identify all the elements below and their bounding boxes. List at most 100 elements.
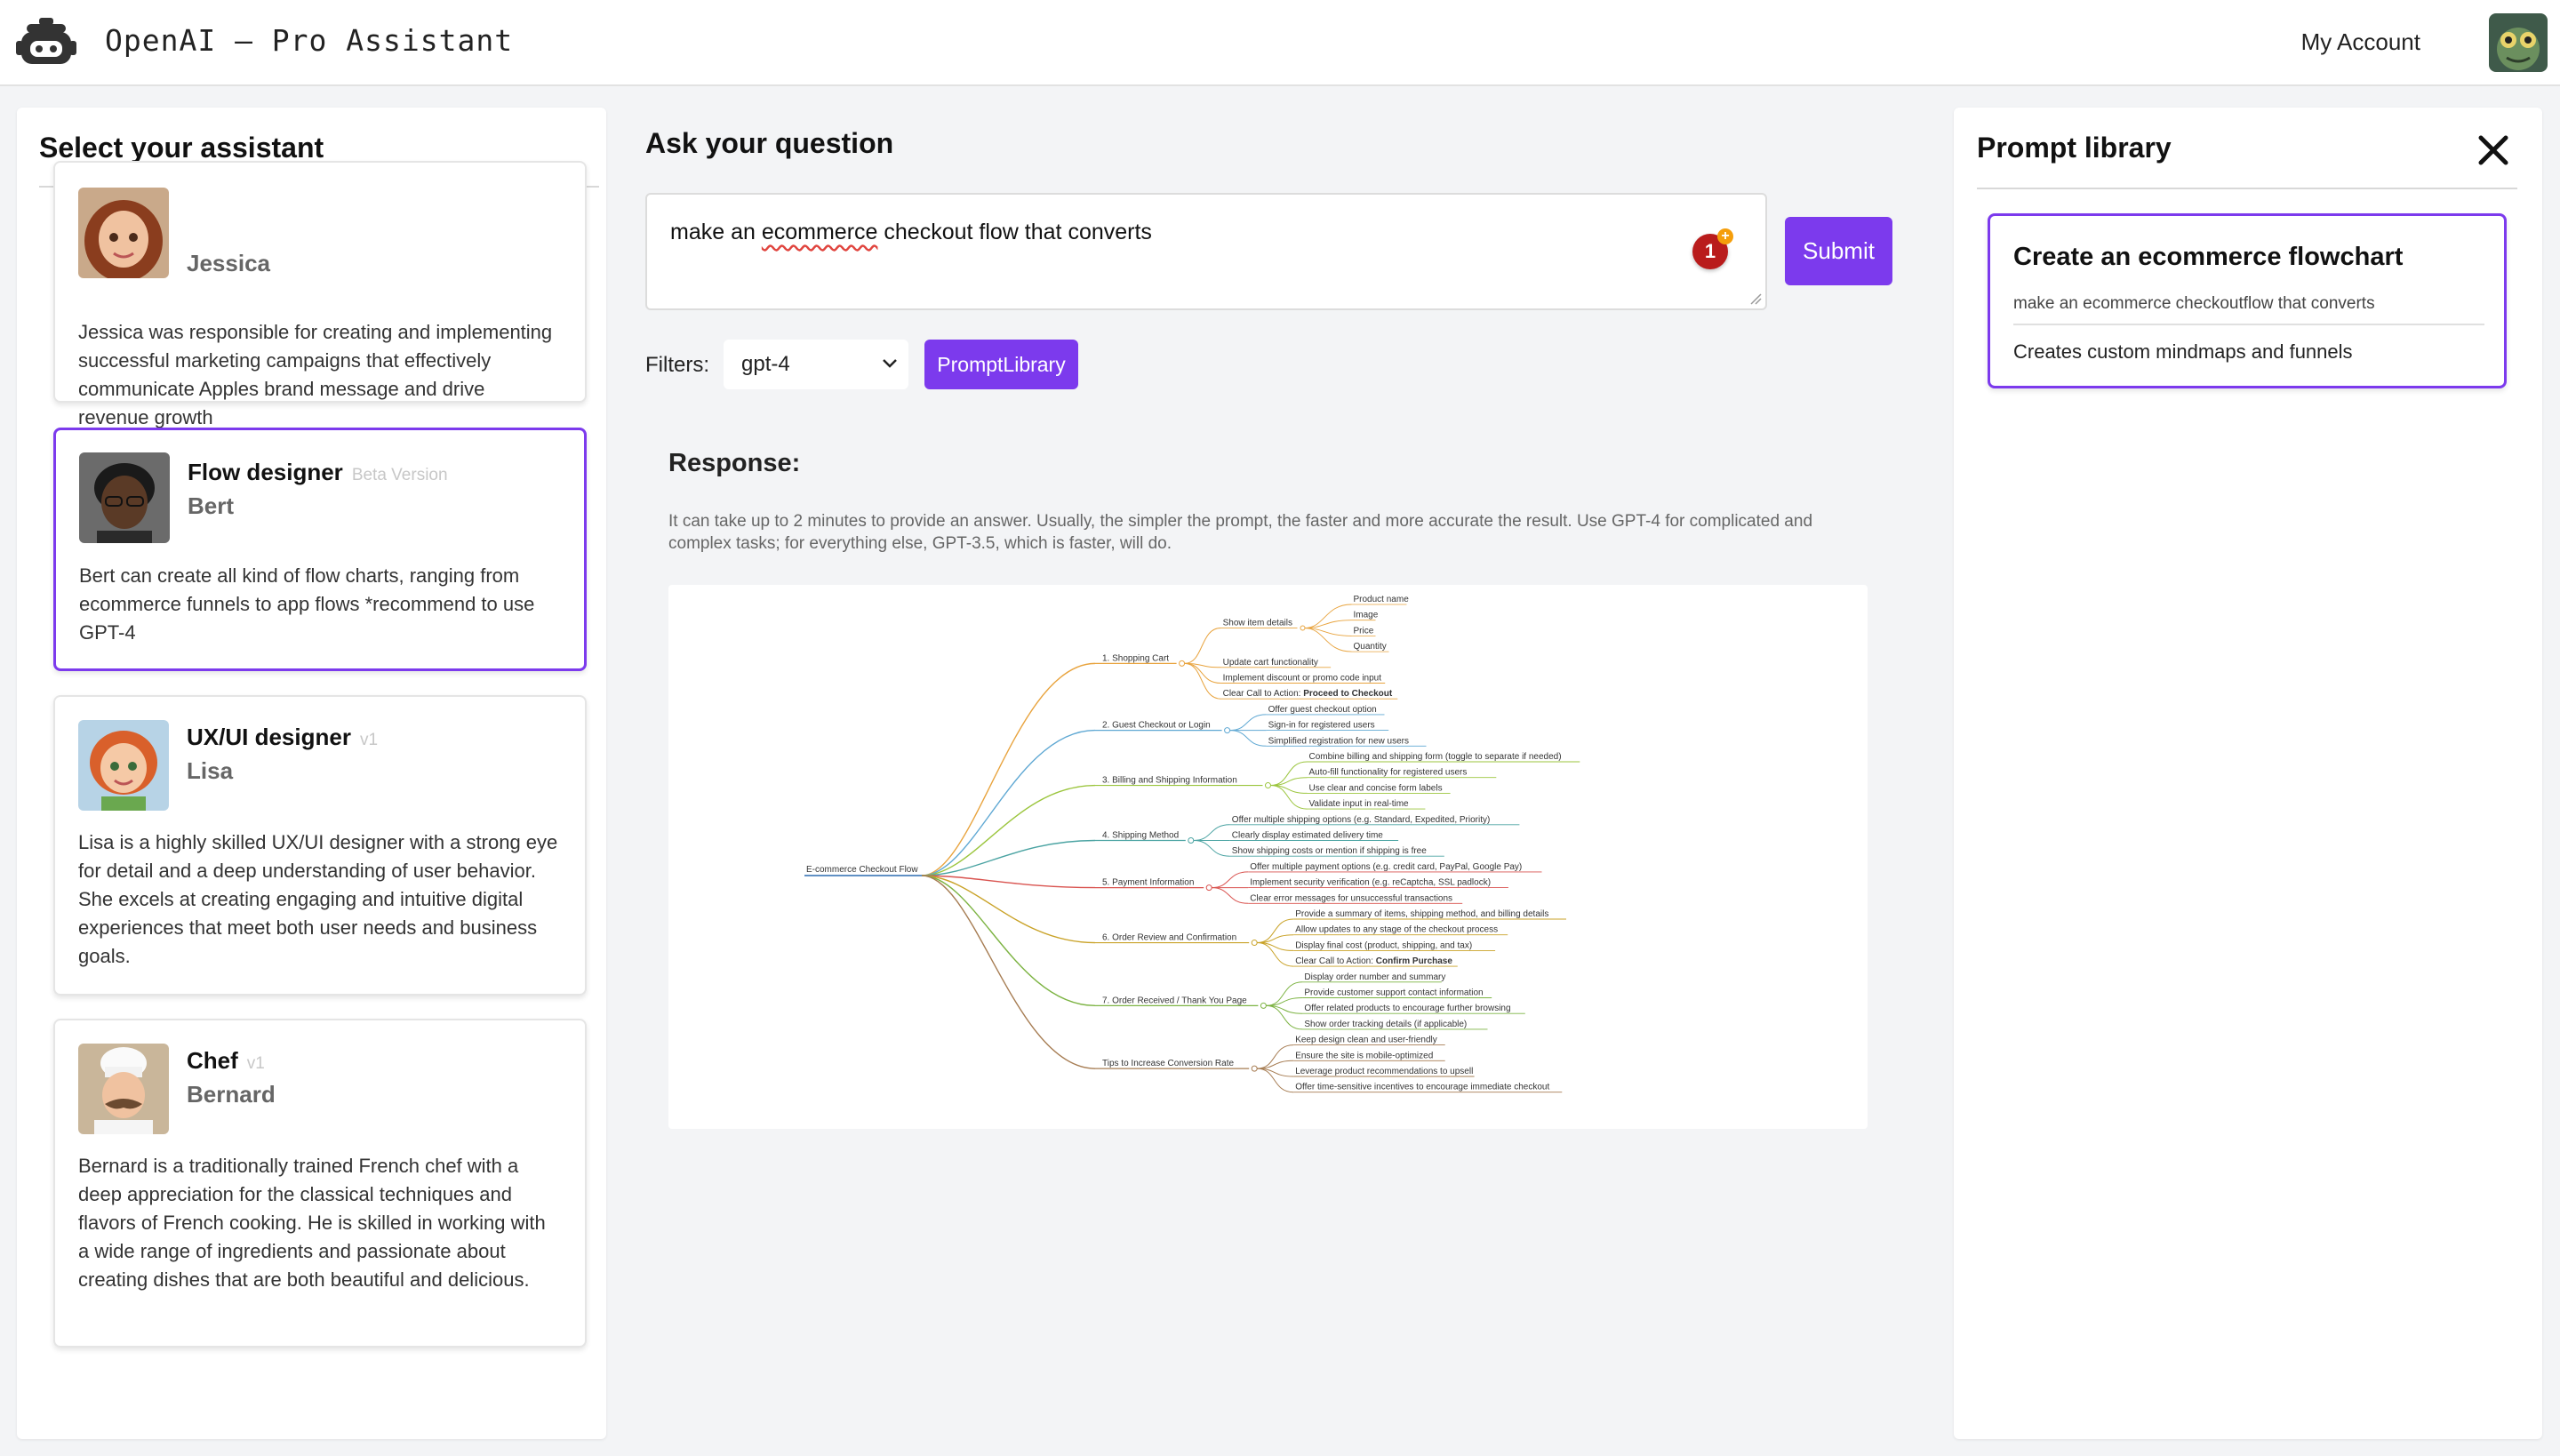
mindmap-child-link	[1270, 761, 1308, 787]
mindmap-child-label: Implement discount or promo code input	[1223, 674, 1382, 684]
prompt-title: Create an ecommerce flowchart	[2013, 243, 2404, 271]
assistant-description: Jessica was responsible for creating and…	[78, 321, 553, 428]
mindmap-branch-node	[1265, 782, 1271, 789]
grammar-badge-icon[interactable]: 1 +	[1692, 228, 1733, 269]
mindmap-child-link	[1212, 887, 1249, 904]
mindmap-child-link	[1212, 871, 1249, 889]
account-avatar[interactable]	[2489, 13, 2548, 72]
mindmap-child-label: Clearly display estimated delivery time	[1232, 831, 1384, 841]
mindmap-branch-node	[1251, 940, 1258, 947]
mindmap-child-label: Implement security verification (e.g. re…	[1250, 878, 1491, 888]
mindmap-branch-node	[1251, 1065, 1258, 1072]
mindmap-child-label: Offer multiple payment options (e.g. cre…	[1250, 862, 1522, 872]
mindmap-child-link	[1270, 785, 1308, 810]
mindmap-child-label: Show shipping costs or mention if shippi…	[1232, 846, 1427, 856]
mindmap-child-link	[1184, 628, 1221, 664]
mindmap-leaf-link	[1304, 604, 1352, 628]
assistant-panel-title: Select your assistant	[39, 132, 324, 164]
assistant-description: Bernard is a traditionally trained Frenc…	[78, 1155, 546, 1291]
assistant-panel: Select your assistant Jessica Jessica wa…	[17, 108, 606, 1439]
mindmap-child-label: Clear Call to Action: Proceed to Checkou…	[1223, 689, 1393, 699]
mindmap-child-label: Show order tracking details (if applicab…	[1304, 1020, 1467, 1029]
mindmap-child-label: Provide a summary of items, shipping met…	[1295, 909, 1548, 919]
assistant-description: Lisa is a highly skilled UX/UI designer …	[78, 831, 558, 967]
mindmap-child-label: Simplified registration for new users	[1268, 736, 1409, 746]
mindmap-branch-label: 5. Payment Information	[1102, 878, 1194, 888]
mindmap-child-label: Validate input in real-time	[1309, 799, 1410, 809]
assistant-description: Bert can create all kind of flow charts,…	[79, 564, 535, 644]
submit-button[interactable]: Submit	[1785, 217, 1892, 285]
avatar	[78, 1044, 169, 1134]
mindmap-child-label: Leverage product recommendations to upse…	[1295, 1067, 1473, 1076]
mindmap-branch-label: 2. Guest Checkout or Login	[1102, 721, 1211, 731]
assistant-name: Jessica	[187, 250, 270, 276]
mindmap-child-link	[1184, 662, 1221, 700]
prompt-description: Creates custom mindmaps and funnels	[2013, 340, 2353, 363]
mindmap-leaf-label: Quantity	[1354, 642, 1387, 652]
ask-title: Ask your question	[645, 127, 894, 159]
mindmap-svg: E-commerce Checkout Flow 1. Shopping Cart…	[804, 595, 1580, 1093]
question-text[interactable]: make an ecommerce checkout flow that con…	[670, 220, 1152, 244]
mindmap-child-label: Ensure the site is mobile-optimized	[1295, 1051, 1433, 1060]
avatar	[78, 720, 169, 811]
question-panel: Ask your question make an ecommerce chec…	[622, 108, 1940, 1439]
assistant-card-jessica[interactable]: Jessica Jessica was responsible for crea…	[53, 161, 587, 428]
mindmap-branch-link	[921, 875, 1096, 944]
my-account-link[interactable]: My Account	[2300, 28, 2420, 55]
mindmap-child-label: Display final cost (product, shipping, a…	[1295, 940, 1472, 950]
mindmap-branch-label: Tips to Increase Conversion Rate	[1102, 1059, 1234, 1068]
assistant-name: Bernard	[187, 1081, 276, 1108]
mindmap-child-label: Clear Call to Action: Confirm Purchase	[1295, 956, 1452, 966]
mindmap-child-link	[1257, 918, 1294, 944]
mindmap-branch-link	[921, 839, 1096, 876]
mindmap-child-link	[1257, 1044, 1294, 1069]
mindmap-leaf-label: Image	[1354, 611, 1379, 620]
mindmap-child-label: Offer guest checkout option	[1268, 705, 1377, 715]
mindmap-branch-label: 3. Billing and Shipping Information	[1102, 776, 1237, 786]
question-input[interactable]: make an ecommerce checkout flow that con…	[645, 193, 1767, 310]
mindmap-child-label: Provide customer support contact informa…	[1304, 988, 1483, 998]
mindmap-root-label: E-commerce Checkout Flow	[806, 865, 918, 875]
model-select[interactable]: gpt-4	[724, 340, 908, 389]
mindmap-child-link	[1266, 981, 1303, 1006]
prompt-card[interactable]: Create an ecommerce flowchart make an ec…	[1988, 213, 2507, 388]
mindmap-child-link	[1193, 824, 1230, 841]
assistant-role	[187, 177, 196, 204]
avatar	[78, 188, 169, 278]
mindmap-child-label: Offer time-sensitive incentives to encou…	[1295, 1083, 1549, 1092]
mindmap-image: E-commerce Checkout Flow 1. Shopping Cart…	[668, 585, 1868, 1129]
mindmap-leaf-label: Price	[1354, 626, 1374, 636]
mindmap-child-label: Keep design clean and user-friendly	[1295, 1036, 1437, 1045]
mindmap-branch-label: 1. Shopping Cart	[1102, 653, 1169, 663]
resize-handle-icon[interactable]	[1749, 292, 1762, 305]
robot-logo-icon[interactable]	[16, 18, 76, 68]
mindmap-branch-link	[921, 875, 1096, 1069]
mindmap-branch-link	[921, 784, 1096, 876]
mindmap-branch-node	[1188, 837, 1195, 844]
mindmap-child-label: Offer related products to encourage furt…	[1304, 1004, 1510, 1013]
plus-icon: +	[1717, 228, 1733, 244]
mindmap-child-label: Combine billing and shipping form (toggl…	[1309, 752, 1562, 762]
mindmap-child-link	[1184, 662, 1221, 684]
divider	[2013, 324, 2484, 325]
prompt-library-button[interactable]: PromptLibrary	[924, 340, 1078, 389]
response-title: Response:	[668, 449, 801, 477]
mindmap-child-label: Show item details	[1223, 619, 1292, 628]
mindmap-branch-link	[921, 875, 1096, 889]
close-icon[interactable]	[2476, 133, 2510, 167]
divider	[1977, 188, 2517, 189]
mindmap-child-node	[1300, 625, 1306, 631]
mindmap-branch-link	[921, 662, 1096, 876]
mindmap-branch-link	[921, 875, 1096, 1007]
mindmap-branch-node	[1260, 1002, 1267, 1009]
mindmap-child-link	[1257, 1068, 1294, 1093]
mindmap-child-label: Offer multiple shipping options (e.g. St…	[1232, 815, 1491, 825]
filters-label: Filters:	[645, 353, 709, 377]
mindmap-branch-node	[1179, 660, 1186, 667]
mindmap-leaf-label: Product name	[1354, 595, 1410, 604]
mindmap-branch-node	[1224, 727, 1231, 734]
